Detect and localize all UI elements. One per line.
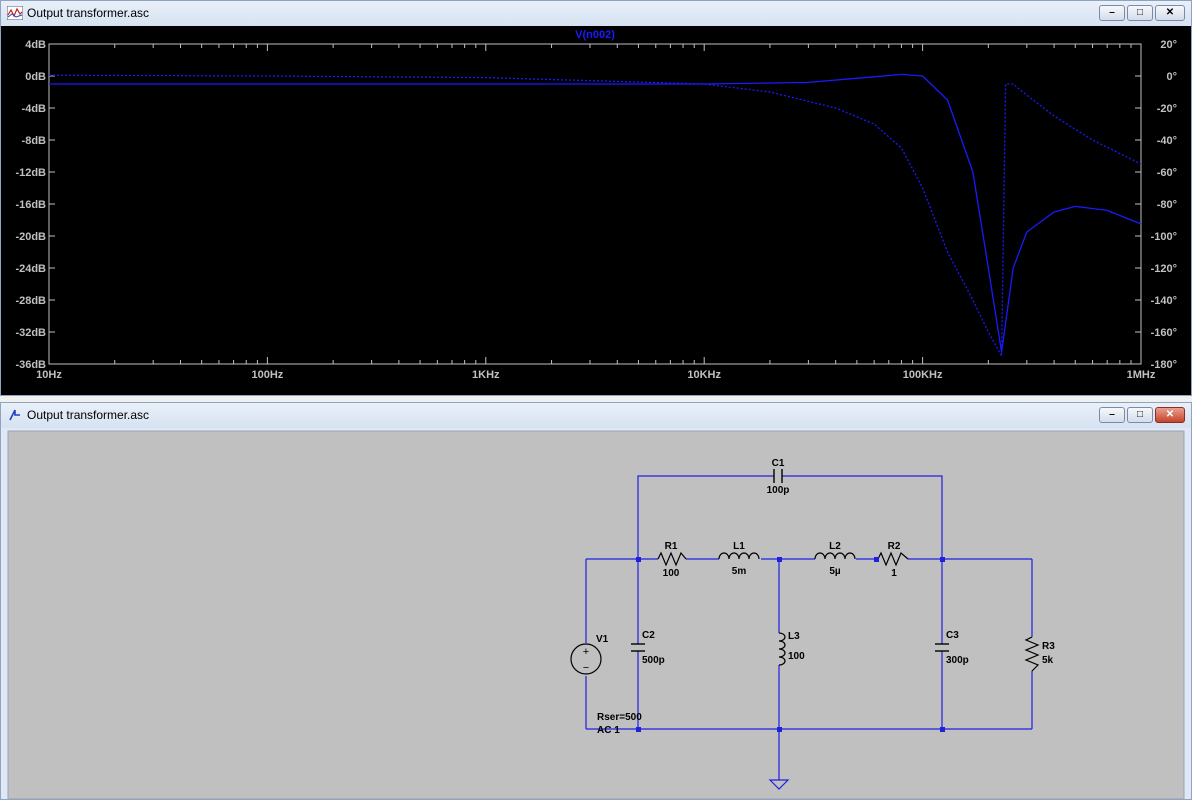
c1-name: C1 [772, 458, 785, 469]
close-icon: ✕ [1165, 409, 1175, 420]
y-left-tick-label: -24dB [15, 263, 46, 275]
minus-icon: − [583, 662, 589, 674]
inductor-l3[interactable] [778, 632, 786, 666]
y-left-tick-label: -32dB [15, 327, 46, 339]
x-tick-label: 1KHz [472, 369, 500, 381]
inductor-l1[interactable] [718, 552, 760, 560]
y-left-tick-label: 4dB [25, 39, 46, 51]
r2-name: R2 [888, 541, 901, 552]
waveform-plot[interactable]: 10Hz 100Hz 1KHz 10KHz 100KHz 1MHz 4dB 0dB -4dB -8… [1, 26, 1191, 395]
y-right-tick-label: -120° [1151, 263, 1177, 275]
minimize-icon: – [1109, 7, 1115, 18]
waveform-window-controls: – □ ✕ [1099, 5, 1185, 21]
l1-name: L1 [733, 541, 745, 552]
capacitor-c2[interactable] [631, 643, 645, 652]
schematic-window-title: Output transformer.asc [27, 408, 150, 422]
minimize-button[interactable]: – [1099, 5, 1125, 21]
x-tick-label: 1MHz [1127, 369, 1156, 381]
v1-ac: AC 1 [597, 725, 620, 736]
x-tick-label: 10KHz [687, 369, 721, 381]
v1-rser: Rser=500 [597, 712, 642, 723]
y-right-tick-label: -160° [1151, 327, 1177, 339]
plot-background [1, 26, 1191, 395]
schematic-canvas[interactable]: C1 100p R1 100 L1 5m L2 5µ R2 1 + − V1 R… [1, 428, 1191, 799]
capacitor-c1[interactable] [773, 469, 783, 483]
waveform-app-icon [7, 6, 23, 20]
schematic-background [7, 430, 1185, 799]
y-right-tick-label: 0° [1166, 71, 1177, 83]
l2-value: 5µ [829, 566, 841, 577]
l2-name: L2 [829, 541, 841, 552]
inductor-l2[interactable] [814, 552, 856, 560]
close-button[interactable]: ✕ [1155, 407, 1185, 423]
schematic-window-controls: – □ ✕ [1099, 407, 1185, 423]
y-right-tick-label: -140° [1151, 295, 1177, 307]
plus-icon: + [583, 646, 589, 658]
close-button[interactable]: ✕ [1155, 5, 1185, 21]
ground-icon[interactable] [768, 779, 790, 790]
junction-dots [636, 557, 945, 732]
y-right-tick-label: -20° [1157, 103, 1177, 115]
y-right-tick-label: -100° [1151, 231, 1177, 243]
v1-name: V1 [596, 634, 609, 645]
c3-value: 300p [946, 655, 969, 666]
magnitude-trace [49, 73, 1142, 353]
minimize-button[interactable]: – [1099, 407, 1125, 423]
r3-name: R3 [1042, 641, 1055, 652]
r2-value: 1 [891, 568, 897, 579]
schematic-wires [585, 475, 1033, 780]
capacitor-c3[interactable] [935, 643, 949, 652]
l1-value: 5m [732, 566, 747, 577]
y-right-tick-label: 20° [1160, 39, 1177, 51]
y-left-tick-label: -16dB [15, 199, 46, 211]
resistor-r2[interactable] [877, 551, 909, 567]
schematic-app-icon [9, 409, 20, 421]
l3-name: L3 [788, 631, 800, 642]
x-tick-label: 100Hz [252, 369, 284, 381]
y-left-tick-label: -20dB [15, 231, 46, 243]
r1-value: 100 [663, 568, 680, 579]
r3-value: 5k [1042, 655, 1054, 666]
maximize-button[interactable]: □ [1127, 407, 1153, 423]
waveform-titlebar[interactable]: Output transformer.asc – □ ✕ [1, 1, 1191, 26]
phase-trace [48, 74, 1142, 359]
y-right-tick-label: -60° [1157, 167, 1177, 179]
y-left-tick-label: -4dB [22, 103, 47, 115]
y-left-tick-label: -36dB [15, 359, 46, 371]
y-left-tick-label: 0dB [25, 71, 46, 83]
c1-value: 100p [767, 485, 790, 496]
y-left-tick-label: -8dB [22, 135, 47, 147]
maximize-button[interactable]: □ [1127, 5, 1153, 21]
close-icon: ✕ [1165, 7, 1175, 18]
c3-name: C3 [946, 630, 959, 641]
x-tick-label: 100KHz [903, 369, 943, 381]
resistor-r1[interactable] [657, 551, 687, 567]
y-right-tick-label: -80° [1157, 199, 1177, 211]
l3-value: 100 [788, 651, 805, 662]
y-right-tick-label: -40° [1157, 135, 1177, 147]
y-left-tick-label: -28dB [15, 295, 46, 307]
waveform-window-title: Output transformer.asc [27, 6, 150, 20]
waveform-window: Output transformer.asc – □ ✕ 10Hz 100Hz 1K… [0, 0, 1192, 396]
maximize-icon: □ [1136, 409, 1144, 420]
maximize-icon: □ [1136, 7, 1144, 18]
schematic-titlebar[interactable]: Output transformer.asc – □ ✕ [1, 403, 1191, 428]
y-left-tick-label: -12dB [15, 167, 46, 179]
y-right-tick-label: -180° [1151, 359, 1177, 371]
r1-name: R1 [665, 541, 678, 552]
minimize-icon: – [1109, 409, 1115, 420]
voltage-source-v1[interactable]: + − [570, 643, 602, 675]
schematic-window: Output transformer.asc – □ ✕ [0, 402, 1192, 800]
c2-value: 500p [642, 655, 665, 666]
resistor-r3[interactable] [1024, 636, 1040, 672]
c2-name: C2 [642, 630, 655, 641]
trace-label: V(n002) [575, 29, 615, 41]
x-tick-label: 10Hz [36, 369, 62, 381]
